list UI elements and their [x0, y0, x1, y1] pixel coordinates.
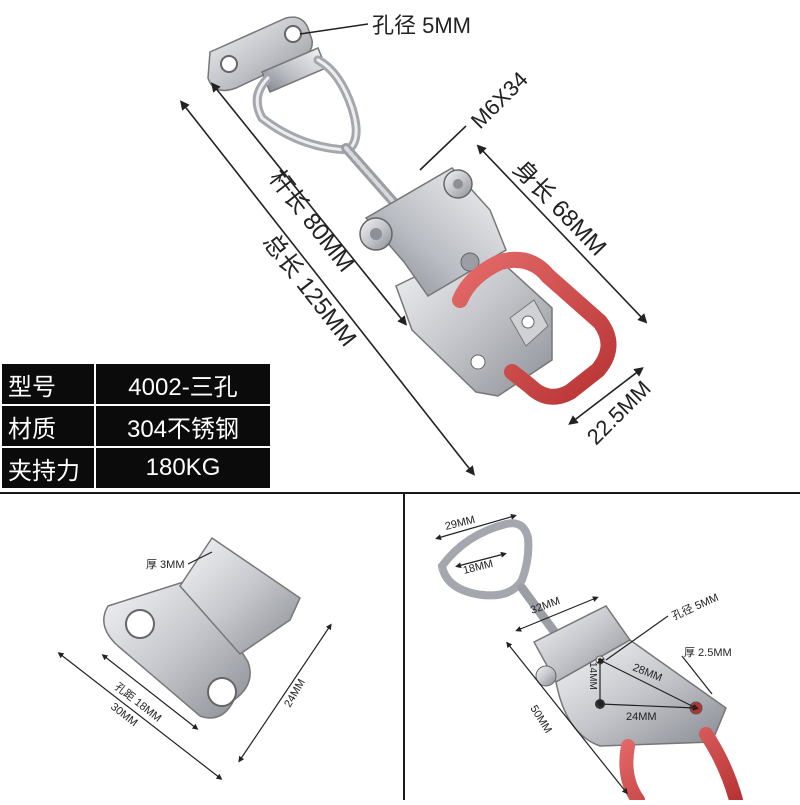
loop-inner-label: 18MM — [462, 558, 495, 577]
spec-table: 型号 4002-三孔 材质 304不锈钢 夹持力 180KG — [0, 362, 272, 490]
spec-value: 180KG — [94, 446, 272, 490]
spec-value: 4002-三孔 — [94, 362, 272, 406]
spec-value: 304不锈钢 — [94, 404, 272, 448]
spec-key: 型号 — [0, 362, 96, 406]
spec-row-force: 夹持力 180KG — [0, 446, 272, 490]
spec-key: 材质 — [0, 404, 96, 448]
plate-dimension-lines — [57, 551, 332, 780]
spec-row-model: 型号 4002-三孔 — [0, 362, 272, 406]
detail-hole-label: 孔径 5MM — [670, 591, 721, 623]
loop-outer-label: 29MM — [444, 514, 477, 533]
thickness-label: 厚 3MM — [146, 558, 185, 571]
latch-detail-panel: 29MM 18MM 32MM 孔径 5MM 14MM 28MM 24MM 厚 2… — [406, 494, 800, 805]
detail-dimension-lines — [435, 513, 713, 795]
spec-key: 夹持力 — [0, 446, 96, 490]
vertical-divider — [403, 494, 405, 800]
hole-gap-label: 14MM — [587, 662, 598, 690]
base-spacing-label: 24MM — [626, 711, 657, 723]
detail-length-label: 50MM — [527, 703, 553, 735]
horizontal-divider — [0, 492, 800, 494]
dimension-lines — [180, 23, 648, 476]
hook-plate-illustration: 厚 3MM 孔距 18MM 30MM 24MM — [57, 536, 332, 780]
main-product-panel: 孔径 5MM M6X34 杆长 80MM 总长 125MM 身长 68MM 22… — [0, 13, 656, 490]
body-length-label: 身长 68MM — [508, 155, 612, 261]
hook-plate-panel: 厚 3MM 孔距 18MM 30MM 24MM — [0, 494, 403, 800]
spec-row-material: 材质 304不锈钢 — [0, 404, 272, 448]
latch-detail-illustration: 29MM 18MM 32MM 孔径 5MM 14MM 28MM 24MM 厚 2… — [435, 513, 743, 805]
hole-diameter-label: 孔径 5MM — [372, 13, 471, 38]
thread-size-label: M6X34 — [466, 67, 533, 134]
plate-height-label: 24MM — [282, 677, 308, 709]
mounting-plate — [207, 16, 327, 93]
detail-thickness-label: 厚 2.5MM — [684, 646, 732, 659]
main-latch-illustration: 孔径 5MM M6X34 杆长 80MM 总长 125MM 身长 68MM 22… — [180, 13, 656, 476]
